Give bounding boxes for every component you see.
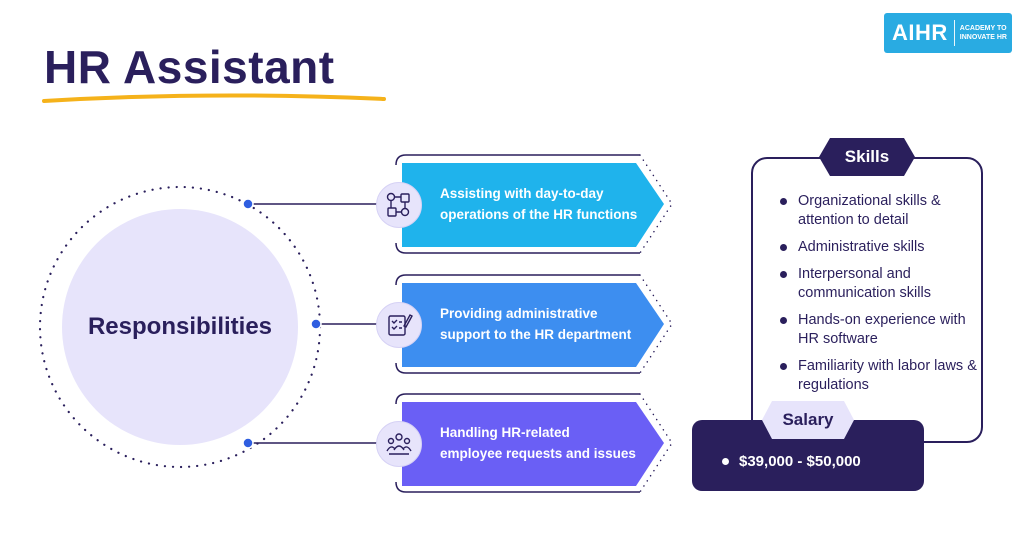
responsibility-2-line2: support to the HR department (440, 327, 632, 342)
skill-item: Hands-on experience with HR software (778, 311, 978, 349)
card-outline-1 (395, 154, 640, 166)
hr-operations-icon (376, 182, 422, 228)
salary-label: Salary (782, 410, 834, 429)
card-outline-3 (395, 393, 640, 405)
admin-checklist-icon (376, 302, 422, 348)
logo-subtext: ACADEMY TO INNOVATE HR (955, 24, 1007, 42)
card-fill-3 (402, 402, 664, 486)
logo-main-text: AIHR (892, 20, 948, 45)
salary-range: $39,000 - $50,000 (722, 453, 861, 470)
skill-item: Administrative skills (778, 238, 978, 257)
responsibilities-circle: Responsibilities (62, 209, 298, 445)
logo-sub-line1: ACADEMY TO (959, 25, 1007, 32)
responsibility-card-2: Providing administrative support to the … (440, 303, 655, 345)
logo-sub-line2: INNOVATE HR (959, 34, 1007, 41)
card-outline-2 (395, 274, 640, 286)
skills-list: Organizational skills & attention to det… (778, 192, 978, 403)
logo-divider (953, 20, 955, 46)
connector-dot-3 (242, 437, 254, 449)
connector-dot-2 (310, 318, 322, 330)
card-fill-2 (402, 283, 664, 367)
responsibility-3-line1: Handling HR-related (440, 425, 570, 440)
bullet-dot (722, 458, 729, 465)
responsibility-card-3: Handling HR-related employee requests an… (440, 422, 655, 464)
skill-item: Organizational skills & attention to det… (778, 192, 978, 230)
page-title: HR Assistant (44, 41, 335, 93)
responsibility-card-1: Assisting with day-to-day operations of … (440, 183, 655, 225)
aihr-logo: AIHR ACADEMY TO INNOVATE HR (884, 13, 1012, 53)
salary-badge (762, 401, 854, 439)
card-fill-1 (402, 163, 664, 247)
connector-dot-1 (242, 198, 254, 210)
responsibility-3-line2: employee requests and issues (440, 446, 636, 461)
skill-item: Interpersonal and communication skills (778, 265, 978, 303)
skills-label: Skills (844, 147, 890, 166)
skills-badge (819, 138, 915, 176)
responsibility-1-line2: operations of the HR functions (440, 207, 638, 222)
employee-group-icon (376, 421, 422, 467)
title-underline (42, 93, 386, 103)
salary-value: $39,000 - $50,000 (739, 453, 861, 470)
responsibility-1-line1: Assisting with day-to-day (440, 186, 604, 201)
responsibility-2-line1: Providing administrative (440, 306, 598, 321)
skill-item: Familiarity with labor laws & regulation… (778, 357, 978, 395)
responsibilities-label: Responsibilities (87, 313, 273, 340)
